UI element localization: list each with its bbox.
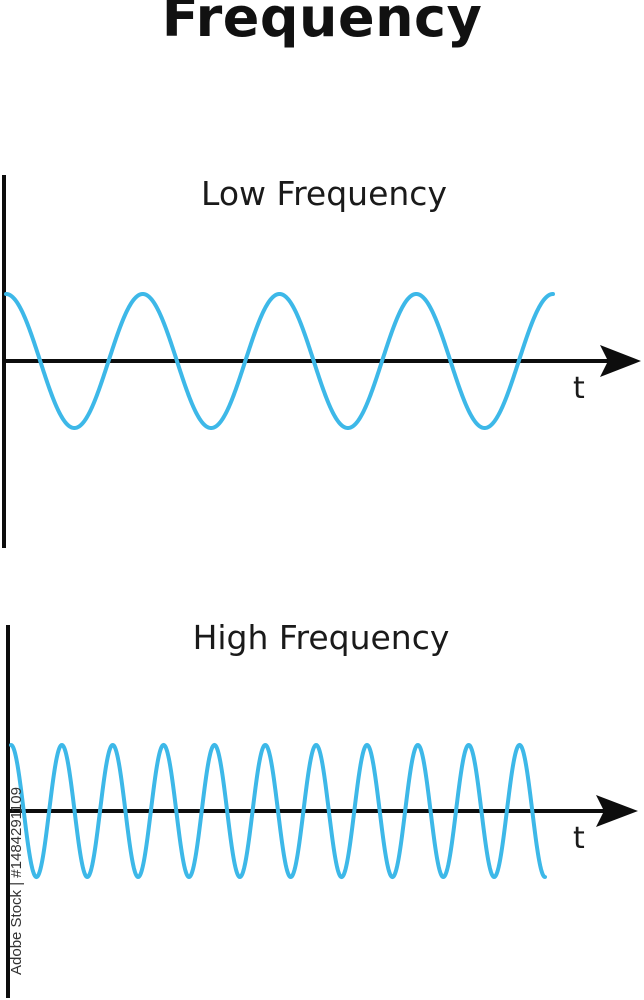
watermark-stock-id: Adobe Stock | #1484291109	[8, 787, 25, 975]
page-title: Frequency	[161, 0, 483, 49]
low-frequency-wave	[4, 291, 555, 430]
high-frequency-title: High Frequency	[192, 618, 450, 657]
high-frequency-wave	[9, 742, 547, 880]
low-frequency-title: Low Frequency	[201, 174, 447, 213]
high-x-axis-arrowhead	[596, 795, 638, 827]
low-frequency-panel: t	[2, 175, 641, 548]
low-x-axis-label: t	[573, 371, 585, 406]
high-x-axis-label: t	[573, 821, 585, 856]
high-frequency-panel: t	[6, 625, 638, 998]
low-x-axis-arrowhead	[600, 345, 641, 377]
